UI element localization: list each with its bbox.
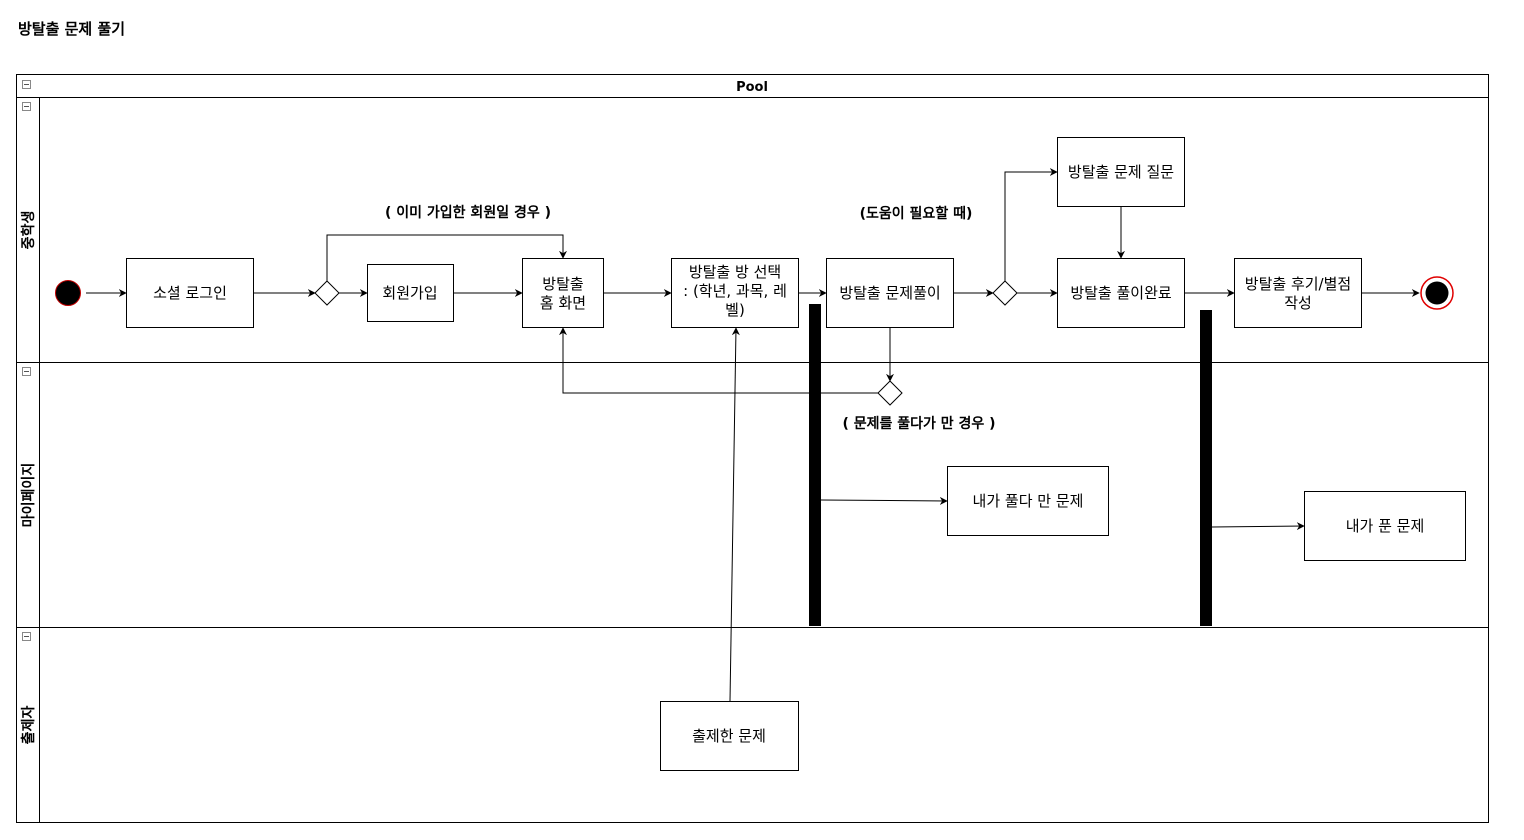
lane-collapse-icon[interactable] — [22, 367, 31, 376]
activity-social-login[interactable] — [126, 258, 254, 328]
activity-label: 방탈출 풀이완료 — [1070, 284, 1172, 302]
start-node — [55, 280, 81, 306]
activity-label: 내가 풀다 만 문제 — [973, 492, 1084, 510]
activity-question[interactable] — [1057, 137, 1185, 207]
pool-label: Pool — [736, 80, 768, 95]
activity-review[interactable] — [1234, 258, 1362, 328]
lane-label-author: 출제자 — [20, 706, 37, 745]
activity-label: 방탈출 후기/별점 — [1245, 275, 1351, 293]
activity-label: 내가 푼 문제 — [1346, 517, 1425, 535]
lane-collapse-icon[interactable] — [22, 632, 31, 641]
decision-node-help — [992, 280, 1018, 306]
activity-label: : (학년, 과목, 레 — [683, 282, 787, 300]
fork-bar — [809, 304, 821, 626]
activity-label: 방탈출 — [542, 275, 583, 293]
lane-label-mypage: 마이페이지 — [20, 463, 37, 527]
activity-in-progress[interactable] — [947, 466, 1109, 536]
activity-authored[interactable] — [660, 701, 799, 771]
activity-label: 방탈출 문제 질문 — [1068, 163, 1174, 181]
activity-label: 벨) — [725, 301, 745, 319]
guard-already-member: ( 이미 가입한 회원일 경우 ) — [385, 204, 551, 221]
activity-label: 출제한 문제 — [692, 727, 766, 745]
activity-complete[interactable] — [1057, 258, 1185, 328]
activity-label: 방탈출 문제풀이 — [839, 284, 940, 302]
flow-edges — [86, 168, 1420, 702]
lane-collapse-icon[interactable] — [22, 102, 31, 111]
activity-signup[interactable] — [367, 264, 454, 322]
page-title: 방탈출 문제 풀기 — [18, 20, 126, 38]
activity-home[interactable] — [522, 258, 604, 328]
activity-label: 작성 — [1284, 294, 1312, 312]
guard-quit-midway: ( 문제를 풀다가 만 경우 ) — [842, 415, 995, 432]
fork-bar — [1200, 310, 1212, 626]
decision-node-login — [314, 280, 340, 306]
activity-solved[interactable] — [1304, 491, 1466, 561]
guard-need-help: (도움이 필요할 때) — [860, 205, 973, 222]
pool-frame — [16, 74, 1489, 823]
activity-solving[interactable] — [826, 258, 954, 328]
lane-label-student: 중학생 — [21, 211, 37, 250]
pool-collapse-icon[interactable] — [22, 80, 31, 89]
activity-label: 홈 화면 — [540, 294, 586, 312]
activity-label: 회원가입 — [382, 284, 437, 302]
decision-node-quit — [877, 380, 903, 406]
activity-label: 소셜 로그인 — [153, 284, 227, 302]
end-node — [1420, 276, 1454, 310]
activity-label: 방탈출 방 선택 — [689, 263, 781, 281]
